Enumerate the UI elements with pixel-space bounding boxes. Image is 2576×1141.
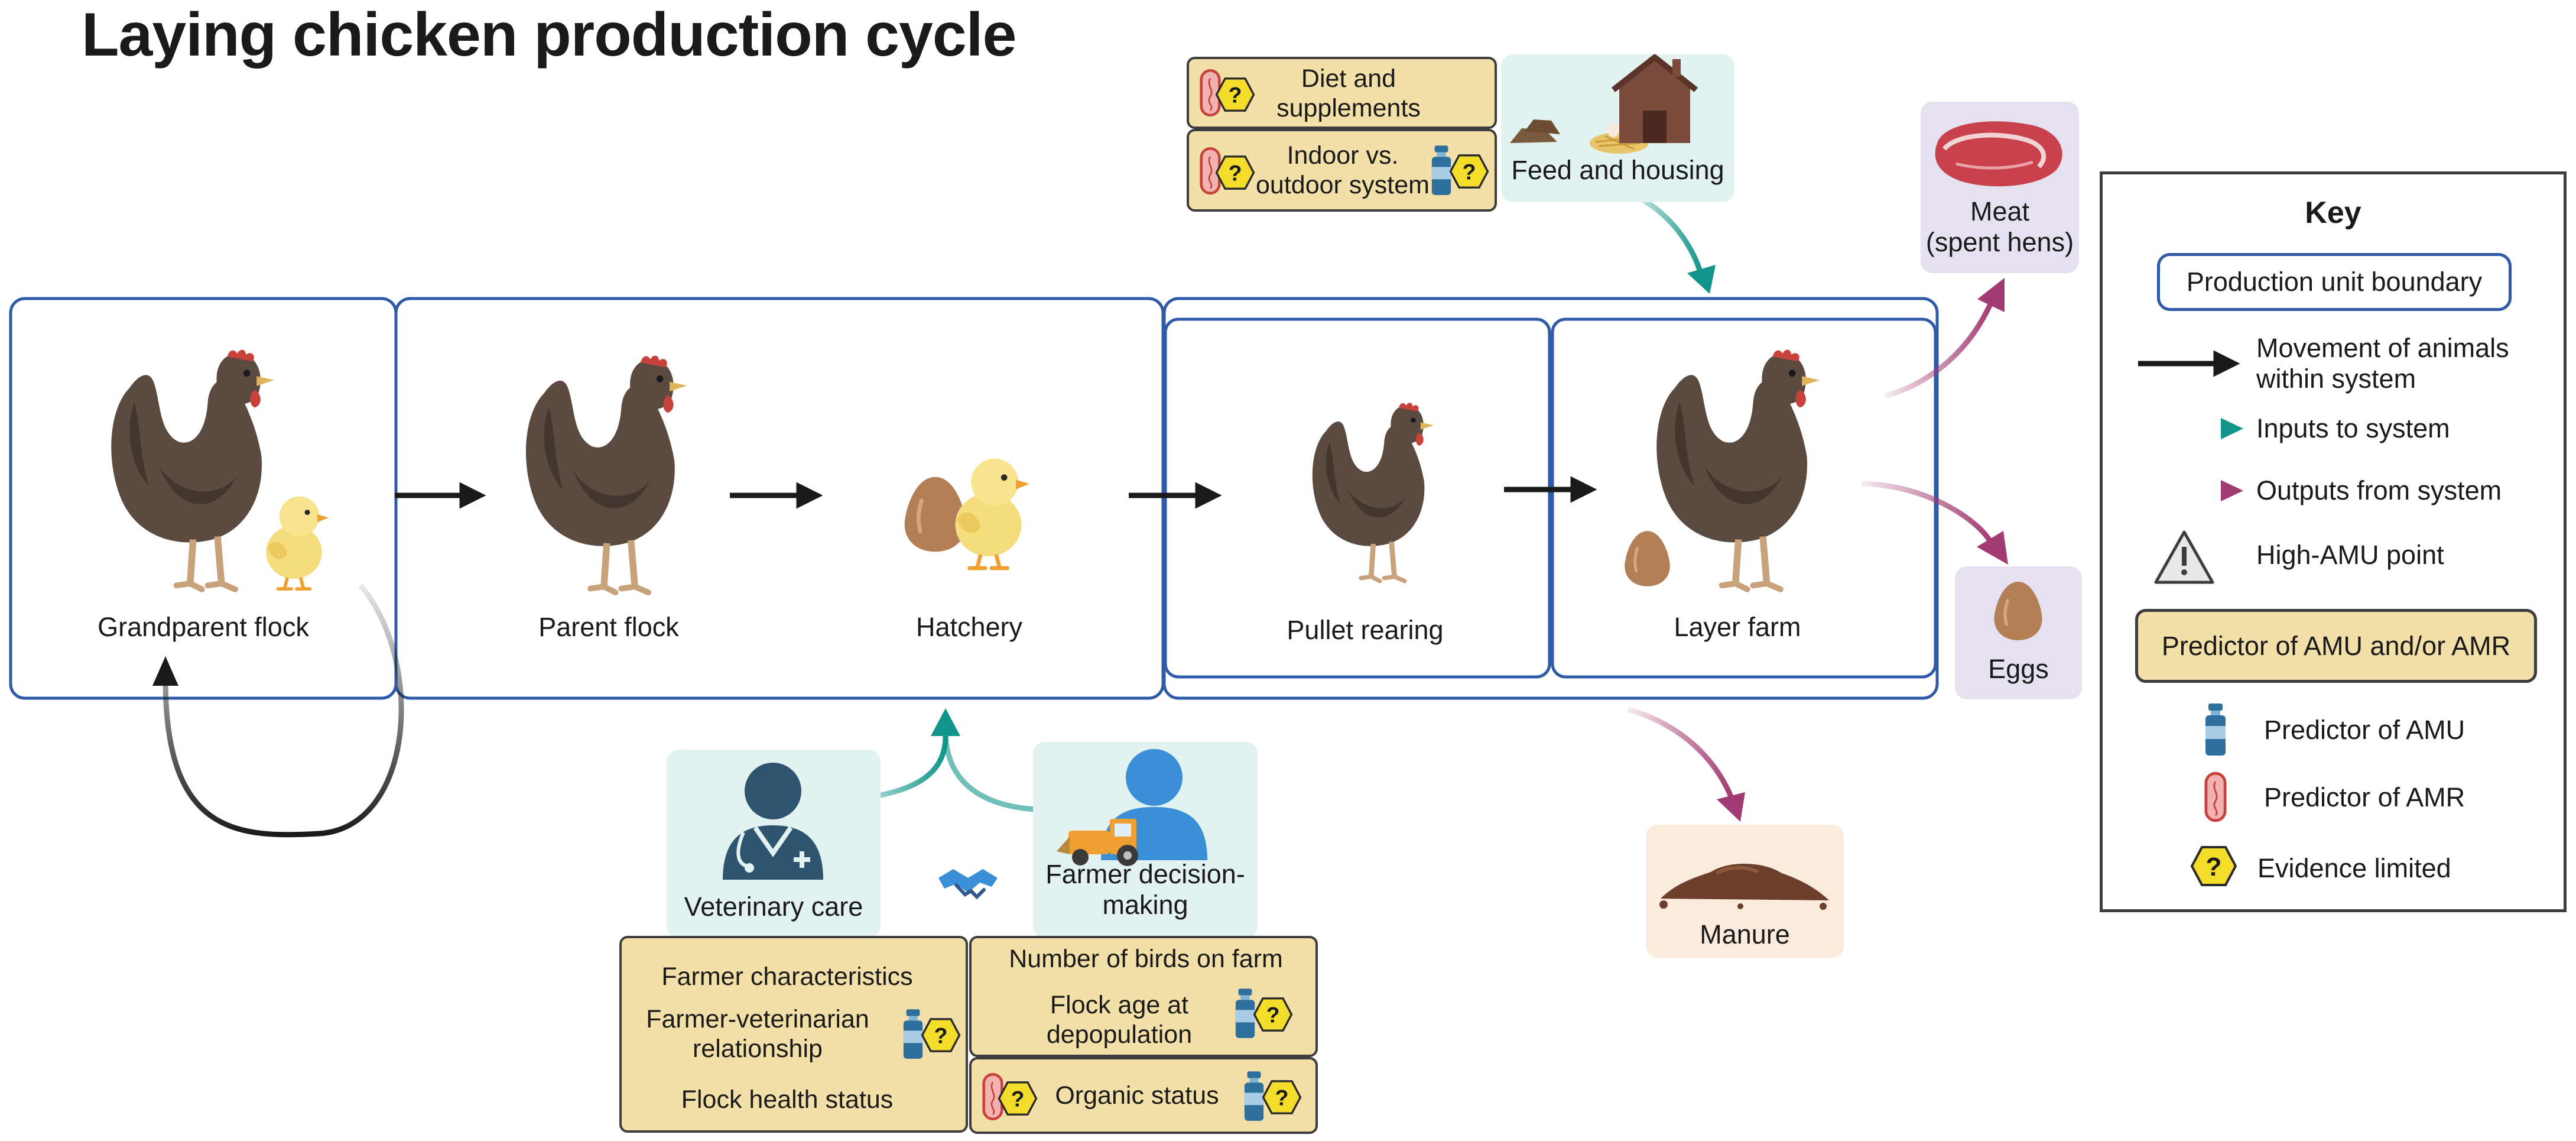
page-title: Laying chicken production cycle <box>82 1 1016 69</box>
manure-output-arrowhead <box>1717 792 1745 822</box>
vial-icon <box>903 1009 923 1059</box>
feed-input-arrowhead <box>1687 265 1716 294</box>
veterinary-care-label: Veterinary care <box>684 892 863 922</box>
stage-label-layer: Layer farm <box>1674 612 1801 642</box>
hen-icon <box>1313 403 1434 581</box>
question-hexagon-icon <box>921 1018 961 1052</box>
indoor-outdoor-label: Indoor vs. outdoor system <box>1256 141 1430 199</box>
chick-icon <box>266 497 329 589</box>
eggs-output-panel: Eggs <box>1955 566 2082 699</box>
egg-icon <box>1625 531 1670 586</box>
farmer-decision-label: Farmer decision- making <box>1045 859 1245 920</box>
farmer-input-arrow <box>943 735 1053 813</box>
hen-icon <box>111 350 274 589</box>
meat-output-panel: Meat (spent hens) <box>1921 102 2079 273</box>
house-icon <box>1611 54 1698 143</box>
manure-output-panel: Manure <box>1646 825 1844 958</box>
feed-input-arrow <box>1624 189 1705 279</box>
predictor-icons <box>1235 988 1293 1038</box>
key-boundary: Production unit boundary <box>2157 253 2512 311</box>
key-outputs-label: Outputs from system <box>2256 475 2502 505</box>
predictor-icons <box>903 1009 961 1059</box>
meat-output-arrow <box>1884 300 1994 399</box>
meat-icon <box>1935 121 2062 187</box>
eggs-label: Eggs <box>1988 654 2049 684</box>
vial-icon <box>1244 1071 1264 1121</box>
key-pred-amu-label: Predictor of AMU <box>2264 715 2465 745</box>
question-hexagon-icon <box>1253 997 1293 1032</box>
key-symbols <box>2138 350 2243 886</box>
predictor-icons <box>1431 145 1489 195</box>
farmer-vet-relationship-label: Farmer-veterinarian relationship <box>646 1005 869 1063</box>
manure-label: Manure <box>1700 919 1790 949</box>
key-inputs-label: Inputs to system <box>2256 413 2450 443</box>
flock-age-label: Flock age at depopulation <box>1046 991 1193 1049</box>
loop-back-arrowhead <box>152 656 178 686</box>
feed-housing-icons <box>1510 54 1698 154</box>
key-title: Key <box>2305 196 2361 230</box>
stage-label-grandparent: Grandparent flock <box>98 612 309 642</box>
manure-output-arrow <box>1627 706 1734 799</box>
key-pred-amr-label: Predictor of AMR <box>2264 782 2465 812</box>
predictor-indoor-outdoor: Indoor vs. outdoor system <box>1187 129 1497 212</box>
vial-icon <box>1235 988 1255 1038</box>
stage-label-parent: Parent flock <box>538 612 679 642</box>
hen-icon <box>526 356 687 593</box>
key-evidence-label: Evidence limited <box>2257 853 2451 883</box>
vial-icon <box>1431 145 1451 195</box>
farmer-icon <box>1057 749 1207 866</box>
farmer-decision-panel: Farmer decision- making <box>1033 742 1258 938</box>
question-hexagon-icon <box>998 1081 1038 1116</box>
feed-housing-panel: Feed and housing <box>1501 54 1734 202</box>
meat-output-arrowhead <box>1977 278 2005 312</box>
handshake-icon <box>938 869 998 900</box>
predictor-organic: Organic status <box>969 1057 1318 1134</box>
predictor-icons <box>1244 1071 1302 1121</box>
key-movement-label: Movement of animals within system <box>2256 333 2509 394</box>
key-panel: Key Production unit boundary Movement of… <box>2100 171 2567 912</box>
warning-triangle-icon <box>2154 530 2214 584</box>
num-birds-label: Number of birds on farm <box>1009 945 1283 973</box>
diet-label: Diet and supplements <box>1276 64 1421 122</box>
question-hexagon-icon <box>2191 846 2237 886</box>
tractor-icon <box>1057 819 1138 866</box>
egg-icon <box>905 477 966 552</box>
predictor-flock-group: Number of birds on farm Flock age at dep… <box>969 936 1318 1057</box>
loop-back-arrow <box>163 584 404 838</box>
question-hexagon-icon <box>1449 154 1489 189</box>
chick-icon <box>956 459 1029 568</box>
inputs-arrowhead <box>931 708 960 736</box>
question-hexagon-icon <box>1262 1080 1302 1114</box>
hen-icon <box>1656 350 1820 589</box>
predictor-farmer-group: Farmer characteristics Farmer-veterinari… <box>619 936 968 1133</box>
eggs-output-arrow <box>1861 481 1994 546</box>
key-high-amu-label: High-AMU point <box>2256 540 2444 570</box>
organic-label: Organic status <box>1055 1081 1219 1110</box>
veterinary-care-panel: Veterinary care <box>667 750 881 938</box>
veterinarian-icon <box>723 763 823 880</box>
stage-label-pullet: Pullet rearing <box>1287 615 1444 645</box>
farmer-characteristics-label: Farmer characteristics <box>661 962 913 991</box>
eggs-output-arrowhead <box>1977 531 2008 565</box>
feed-housing-label: Feed and housing <box>1511 155 1724 185</box>
question-hexagon-icon <box>1215 77 1255 112</box>
capsule-icon <box>2206 773 2225 821</box>
stage-label-hatchery: Hatchery <box>915 612 1023 642</box>
key-predictor-swatch: Predictor of AMU and/or AMR <box>2135 609 2537 683</box>
flock-health-label: Flock health status <box>681 1085 894 1114</box>
egg-icon <box>1955 577 2082 654</box>
predictor-diet: Diet and supplements <box>1187 57 1497 129</box>
meat-label: Meat (spent hens) <box>1925 196 2074 257</box>
manure-icon <box>1659 863 1829 910</box>
vial-icon <box>2205 704 2226 756</box>
